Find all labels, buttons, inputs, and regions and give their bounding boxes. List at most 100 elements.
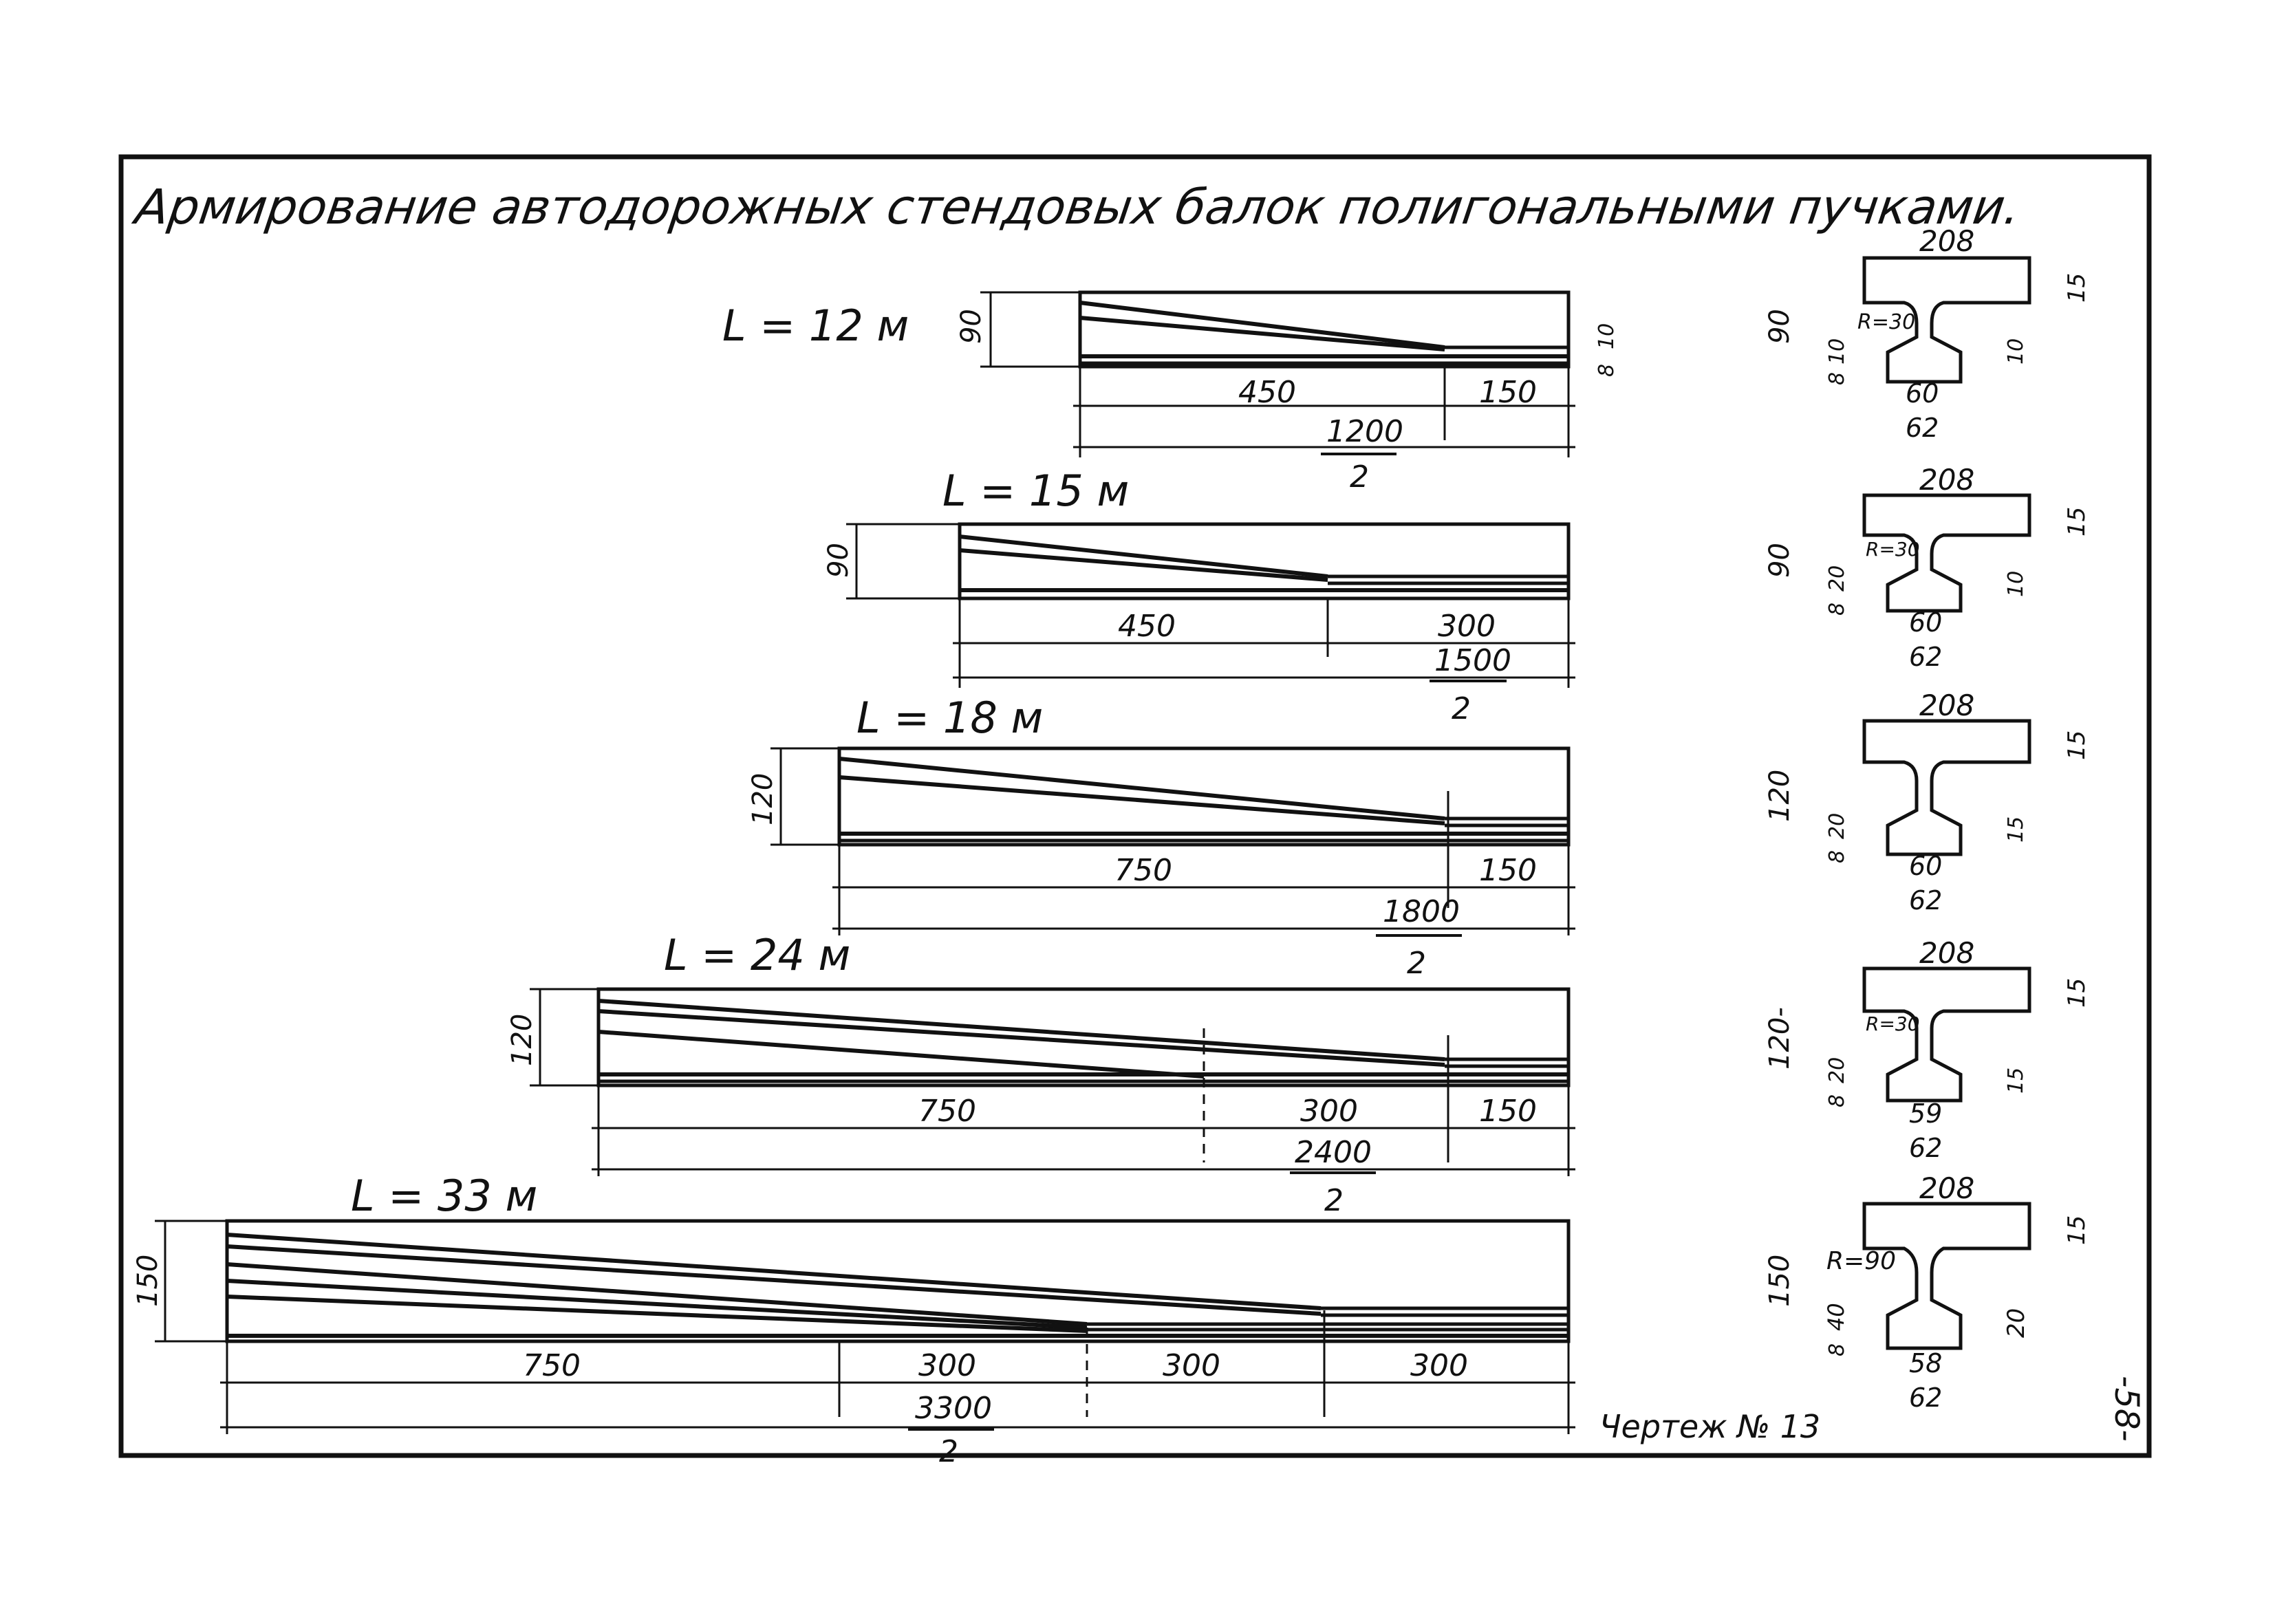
section-outer-width: 62 [1906,413,1939,443]
beam-l15: L = 15 м 90 450 300 1500 2 [823,466,1575,726]
section-height: 90 [1764,309,1796,344]
section-flange-width: 208 [1919,689,1974,722]
section-bulb-height: 20 [1825,1057,1849,1083]
section-inner-width: 60 [1906,378,1939,409]
drawing-label: Чертеж № 13 [1599,1408,1820,1445]
tendon-line [226,1262,1088,1326]
section-inner-width: 60 [1909,607,1942,638]
tendon-line [959,548,1328,582]
tendon-line [226,1233,1322,1310]
half-span-numerator: 3300 [915,1391,992,1426]
half-span-denominator: 2 [939,1434,958,1469]
segment-length-label: 750 [1114,853,1172,888]
cross-section-3: 208 15 120 20 8 15 60 62 [1764,689,2091,916]
section-bottom: 8 [1825,372,1849,385]
segment-length-label: 300 [1300,1094,1358,1129]
drawing-title: Армирование автодорожных стендовых балок… [129,179,2024,235]
section-outline [1862,966,2031,1103]
section-flange-thickness: 15 [2063,273,2091,303]
section-radius: R=90 [1826,1247,1896,1275]
segment-length-label: 300 [1438,609,1496,644]
beam-l18: L = 18 м 120 750 150 1800 2 [747,693,1575,981]
section-bottom: 8 [1825,1343,1849,1356]
section-flange-thickness: 15 [2063,1215,2091,1245]
segment-length-label: 300 [918,1348,976,1383]
half-span-numerator: 1800 [1383,894,1460,929]
section-bulb-height: 20 [1825,565,1849,592]
section-outer-width: 62 [1909,1383,1942,1413]
tendon-line [959,534,1328,578]
section-bulb-side: 15 [2004,816,2028,843]
beam-l33: L = 33 м 150 750 300 300 300 3300 2 [132,1171,1575,1469]
segment-length-label: 300 [1163,1348,1220,1383]
half-span-numerator: 1200 [1326,414,1403,449]
beam-height-label: 120 [747,773,779,825]
beam-span-label: L = 24 м [664,930,850,980]
beam-outline [958,522,1571,600]
section-radius: R=30 [1857,310,1915,334]
beam-outline [1078,290,1571,369]
tendon-line [598,1009,1445,1067]
section-flange-thickness: 15 [2063,978,2091,1008]
section-bulb-side: 10 [2004,338,2028,365]
section-height: 150 [1764,1255,1796,1307]
section-inner-width: 59 [1909,1098,1942,1129]
half-span-denominator: 2 [1350,459,1369,495]
section-outer-width: 62 [1909,642,1942,672]
segment-length-label: 150 [1479,853,1537,888]
beam-height-label: 90 [823,543,854,578]
beam-outline [837,746,1571,847]
section-flange-width: 208 [1919,463,1974,497]
section-bottom: 8 [1825,603,1849,616]
cross-section-4: 208 15 120- R=30 20 8 15 59 62 [1764,936,2091,1163]
half-span-denominator: 2 [1407,946,1426,981]
drawing-frame [118,154,2152,1458]
beam-height-label: 150 [132,1255,164,1307]
section-bottom: 8 [1825,850,1849,863]
section-radius: R=30 [1866,538,1920,561]
segment-length-label: 450 [1238,375,1296,410]
cross-section-2: 208 15 90 R=30 20 8 10 60 62 [1764,463,2091,672]
section-inner-width: 58 [1909,1348,1942,1378]
end-mark-label: 8 [1595,364,1619,377]
half-span-denominator: 2 [1324,1183,1344,1218]
tendon-line [1079,316,1445,351]
tendon-line [839,775,1445,825]
section-outer-width: 62 [1909,885,1942,916]
half-span-numerator: 2400 [1295,1135,1372,1170]
section-height: 120- [1764,1007,1796,1070]
half-span-numerator: 1500 [1434,643,1511,678]
section-bulb-height: 40 [1823,1303,1849,1331]
section-flange-thickness: 15 [2063,507,2091,537]
section-outline [1862,1202,2031,1350]
section-bulb-side: 10 [2004,571,2028,597]
beam-span-label: L = 12 м [722,301,909,351]
section-bulb-side: 20 [2003,1308,2030,1338]
segment-length-label: 750 [918,1094,976,1129]
beam-span-label: L = 18 м [856,693,1043,743]
beam-l24: L = 24 м 120 750 300 150 2400 2 [506,930,1575,1218]
segment-length-label: 150 [1479,375,1537,410]
beam-l12: L = 12 м 90 8 10 450 150 1200 2 [722,290,1619,495]
tendon-line [226,1279,1088,1330]
segment-length-label: 300 [1410,1348,1468,1383]
tendon-line [226,1295,1088,1333]
tendon-line [226,1244,1322,1316]
segment-length-label: 150 [1479,1094,1537,1129]
section-bulb-height: 10 [1825,338,1849,365]
section-bulb-height: 20 [1825,813,1849,839]
section-outline [1862,719,2031,856]
cross-section-1: 208 15 90 R=30 10 8 10 60 62 [1764,224,2091,443]
section-inner-width: 60 [1909,851,1942,881]
beam-span-label: L = 33 м [351,1171,537,1221]
half-span-denominator: 2 [1452,691,1471,726]
page-number: -58- [2107,1376,2146,1442]
section-height: 120 [1764,770,1796,822]
segment-length-label: 450 [1118,609,1176,644]
cross-section-5: 208 15 150 R=90 40 8 20 58 62 [1764,1171,2091,1413]
tendon-line [598,1030,1205,1079]
section-flange-width: 208 [1919,1171,1974,1205]
section-flange-width: 208 [1919,224,1974,258]
beam-span-label: L = 15 м [942,466,1129,516]
